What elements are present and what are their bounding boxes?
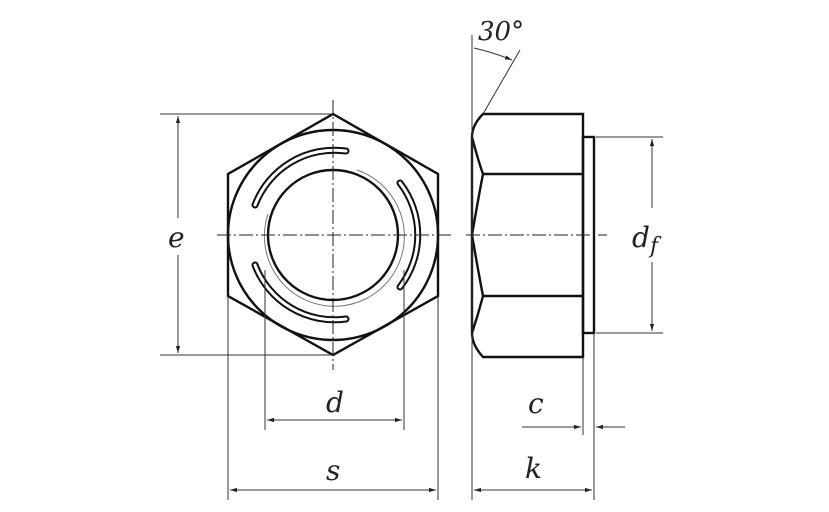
front-view: e d s [160,100,452,500]
label-d: d [326,386,344,419]
label-angle: 30° [478,17,524,47]
label-df: df [632,221,662,259]
label-k: k [525,452,542,485]
side-view: 30° df c k [466,17,663,500]
label-c: c [528,387,544,420]
label-e: e [168,221,185,254]
label-s: s [326,454,340,487]
thread-arc [263,169,405,307]
